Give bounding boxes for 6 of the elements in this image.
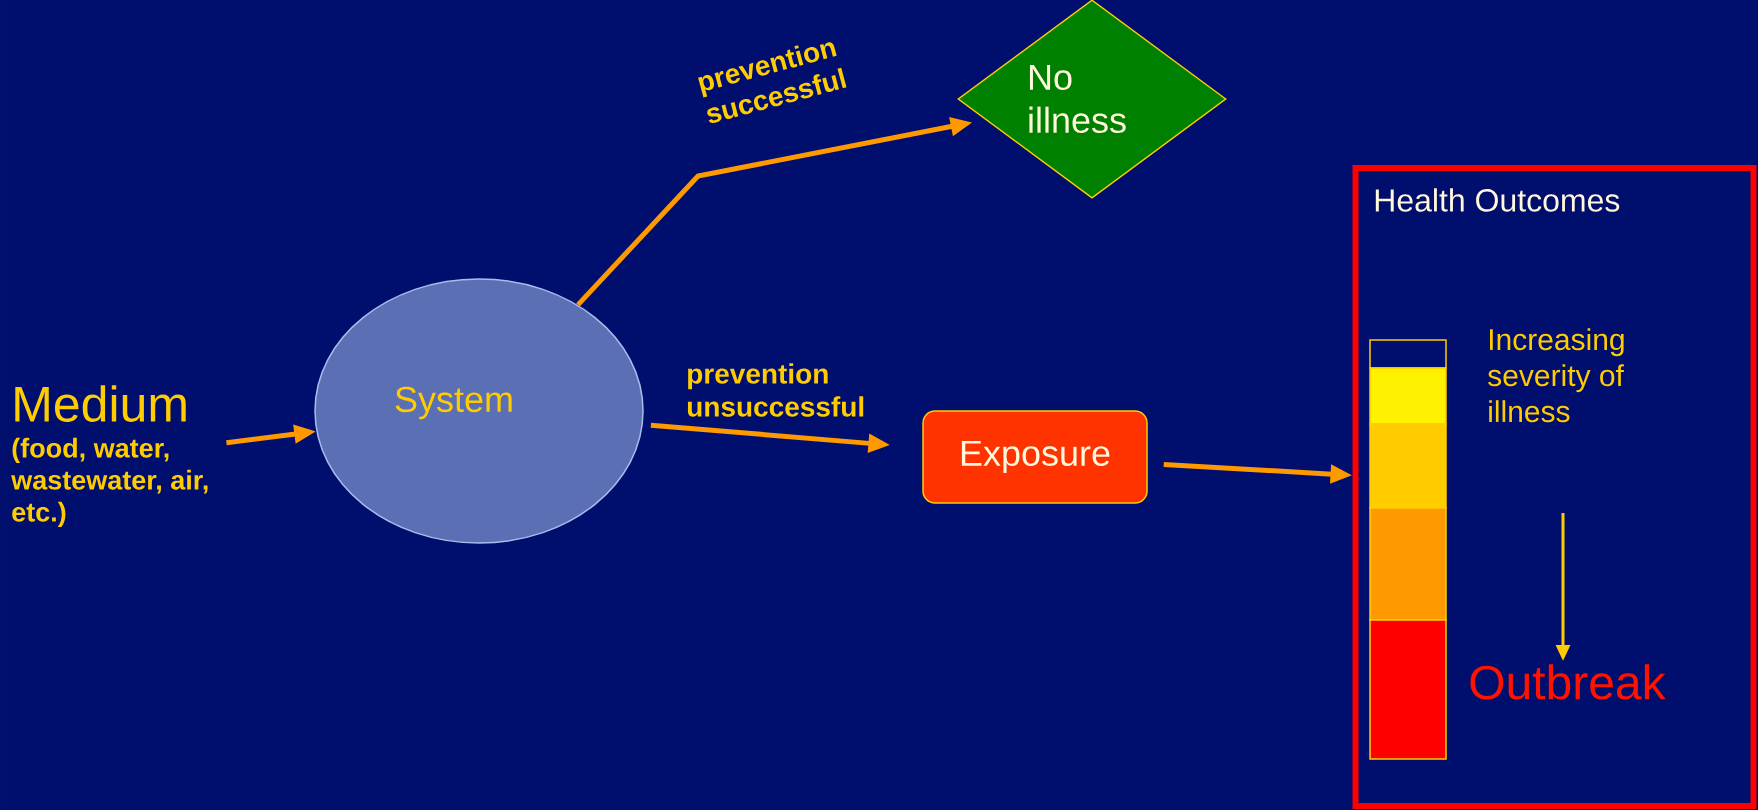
panel-heading: Health Outcomes: [1375, 188, 1620, 212]
exposure-box: Exposure: [922, 410, 1148, 504]
edge-label: prevention unsuccessful: [687, 363, 864, 417]
outbreak-text: Outbreak: [1470, 664, 1666, 700]
medium-text: Medium (food, water, wastewater, air, etc.): [11, 385, 208, 527]
severity-note: Increasing severity of illness: [1488, 328, 1624, 423]
